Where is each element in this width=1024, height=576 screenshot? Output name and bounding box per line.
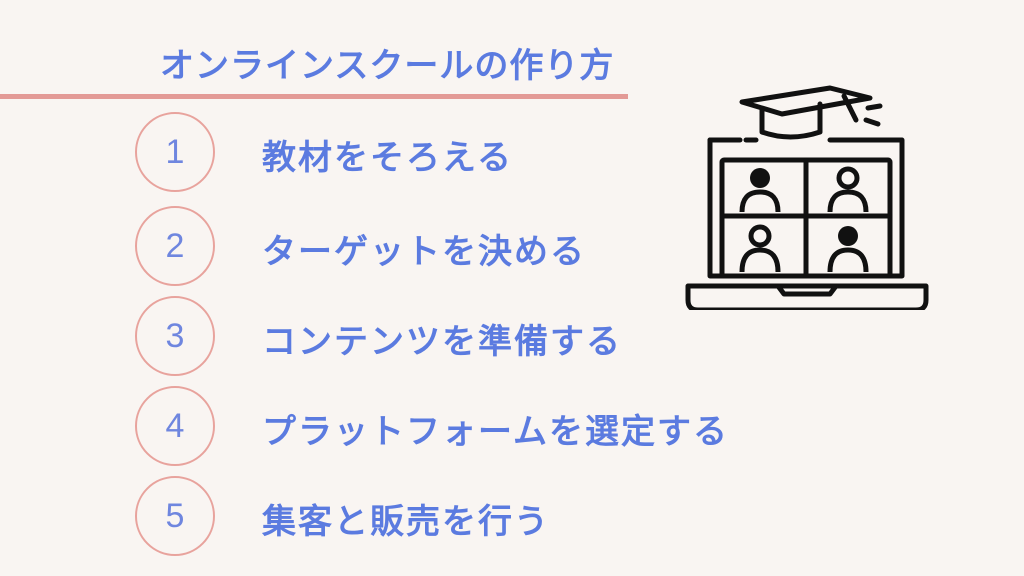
step-item-2: 2 ターゲットを決める bbox=[0, 206, 800, 290]
step-label: 集客と販売を行う bbox=[262, 502, 550, 542]
step-label: ターゲットを決める bbox=[262, 232, 586, 272]
step-label: 教材をそろえる bbox=[262, 138, 513, 178]
step-number-circle: 3 bbox=[135, 296, 215, 376]
title-underline bbox=[0, 94, 628, 99]
step-label: コンテンツを準備する bbox=[262, 322, 622, 362]
step-label: プラットフォームを選定する bbox=[262, 412, 729, 452]
online-class-laptop-icon bbox=[680, 80, 940, 313]
step-item-5: 5 集客と販売を行う bbox=[0, 476, 800, 560]
step-number-circle: 4 bbox=[135, 386, 215, 466]
step-item-1: 1 教材をそろえる bbox=[0, 112, 800, 196]
step-number-circle: 2 bbox=[135, 206, 215, 286]
step-item-4: 4 プラットフォームを選定する bbox=[0, 386, 800, 470]
step-number-circle: 5 bbox=[135, 476, 215, 556]
step-number-circle: 1 bbox=[135, 112, 215, 192]
step-item-3: 3 コンテンツを準備する bbox=[0, 296, 800, 380]
page-title: オンラインスクールの作り方 bbox=[160, 46, 615, 86]
